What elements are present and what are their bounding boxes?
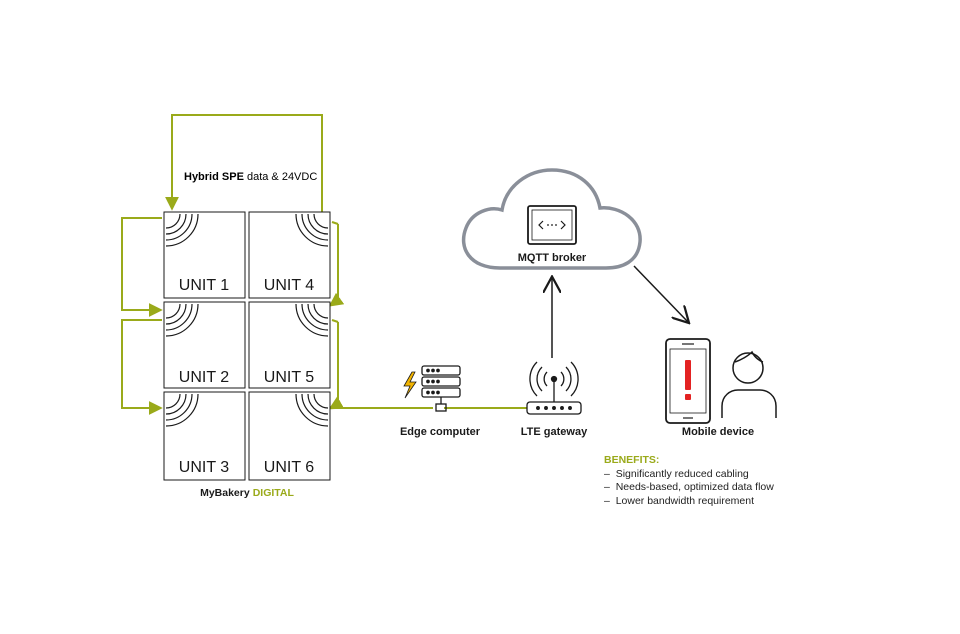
signal-wave-icon xyxy=(165,393,199,427)
benefits-list: BENEFITS: – Significantly reduced cablin… xyxy=(604,454,774,508)
spe-connections xyxy=(121,114,527,415)
broker-to-mobile-arrow xyxy=(633,265,688,322)
signal-wave-icon xyxy=(165,213,199,247)
server-icon xyxy=(421,365,461,412)
mqtt-broker-label: MQTT broker xyxy=(518,252,587,264)
unit-3-box xyxy=(163,391,246,481)
lte-gateway-label: LTE gateway xyxy=(521,426,588,438)
alert-icon xyxy=(685,360,691,400)
code-window-icon xyxy=(527,205,577,245)
unit-4-label: UNIT 4 xyxy=(264,277,314,294)
signal-wave-icon xyxy=(165,303,199,337)
signal-wave-icon xyxy=(295,303,329,337)
unit-4-box xyxy=(248,211,331,299)
unit-2-label: UNIT 2 xyxy=(179,369,229,386)
unit-6-label: UNIT 6 xyxy=(264,459,314,476)
unit-5-label: UNIT 5 xyxy=(264,369,314,386)
user-icon xyxy=(721,350,777,418)
signal-wave-icon xyxy=(295,393,329,427)
spe-left-loop-2 xyxy=(121,319,163,415)
unit-2-box xyxy=(163,301,246,389)
unit-3-label: UNIT 3 xyxy=(179,459,229,476)
spe-top-loop xyxy=(165,114,323,212)
unit-1-box xyxy=(163,211,246,299)
broadcast-icon xyxy=(529,361,579,397)
edge-computer-label: Edge computer xyxy=(400,426,481,438)
benefit-item: – Lower bandwidth requirement xyxy=(604,494,755,507)
link-label: Hybrid SPE data & 24VDC xyxy=(184,171,317,183)
unit-5-box xyxy=(248,301,331,389)
signal-wave-icon xyxy=(295,213,329,247)
unit-6-box xyxy=(248,391,331,481)
mobile-device-label: Mobile device xyxy=(682,426,754,438)
units-grid xyxy=(163,211,331,481)
benefit-item: – Significantly reduced cabling xyxy=(604,467,749,480)
unit-1-label: UNIT 1 xyxy=(179,277,229,294)
spe-left-loop-1 xyxy=(121,217,163,317)
lightning-icon xyxy=(403,371,417,399)
benefits-title: BENEFITS: xyxy=(604,454,660,466)
router-icon xyxy=(526,380,582,415)
benefit-item: – Needs-based, optimized data flow xyxy=(604,481,774,493)
